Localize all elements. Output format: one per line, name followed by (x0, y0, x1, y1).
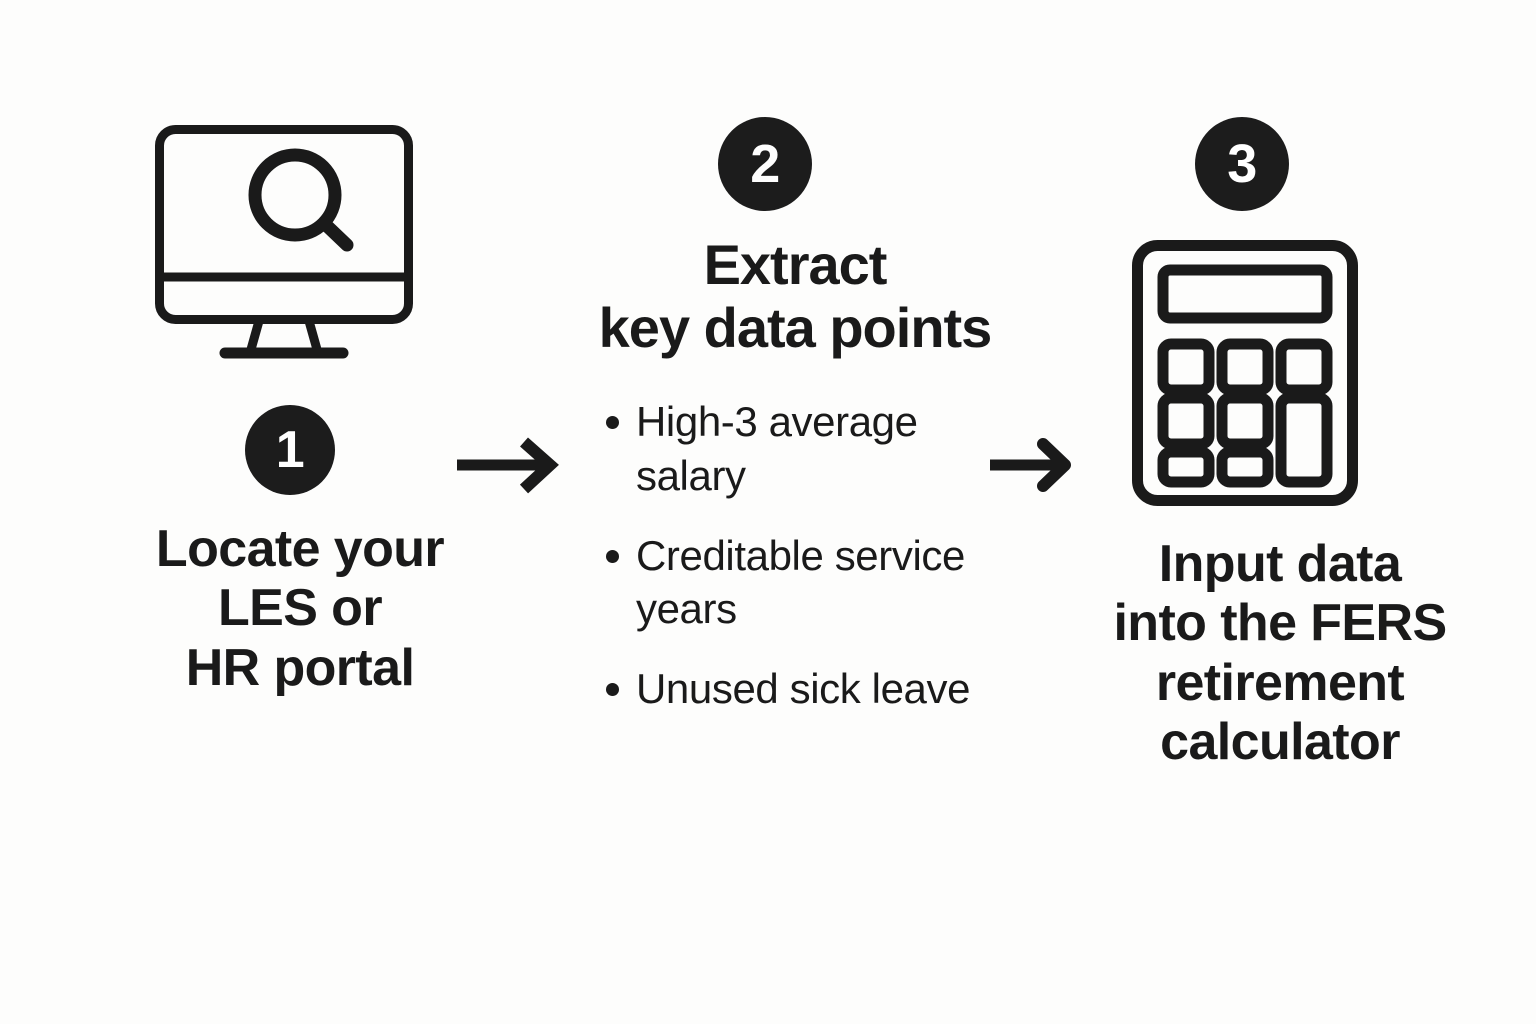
monitor-search-icon (155, 125, 421, 365)
list-item: High-3 average salary (604, 395, 1014, 503)
step-1-caption: Locate your LES or HR portal (155, 520, 445, 697)
step-2-badge: 2 (718, 117, 812, 211)
step-1-badge: 1 (245, 405, 335, 495)
step-1-number: 1 (275, 421, 305, 479)
calculator-icon (1132, 240, 1358, 506)
step-2-number: 2 (750, 134, 780, 194)
step-2-heading: Extract key data points (598, 233, 993, 359)
step-3-caption: Input data into the FERS retirement calc… (1113, 535, 1447, 771)
arrow-right-icon-2 (985, 434, 1077, 496)
list-item: Creditable service years (604, 529, 1014, 637)
list-item: Unused sick leave (604, 662, 1014, 716)
step-3-badge: 3 (1195, 117, 1289, 211)
arrow-right-icon-1 (452, 432, 562, 498)
step-3-number: 3 (1227, 134, 1257, 194)
step-2-bullet-list: High-3 average salary Creditable service… (604, 395, 1014, 716)
